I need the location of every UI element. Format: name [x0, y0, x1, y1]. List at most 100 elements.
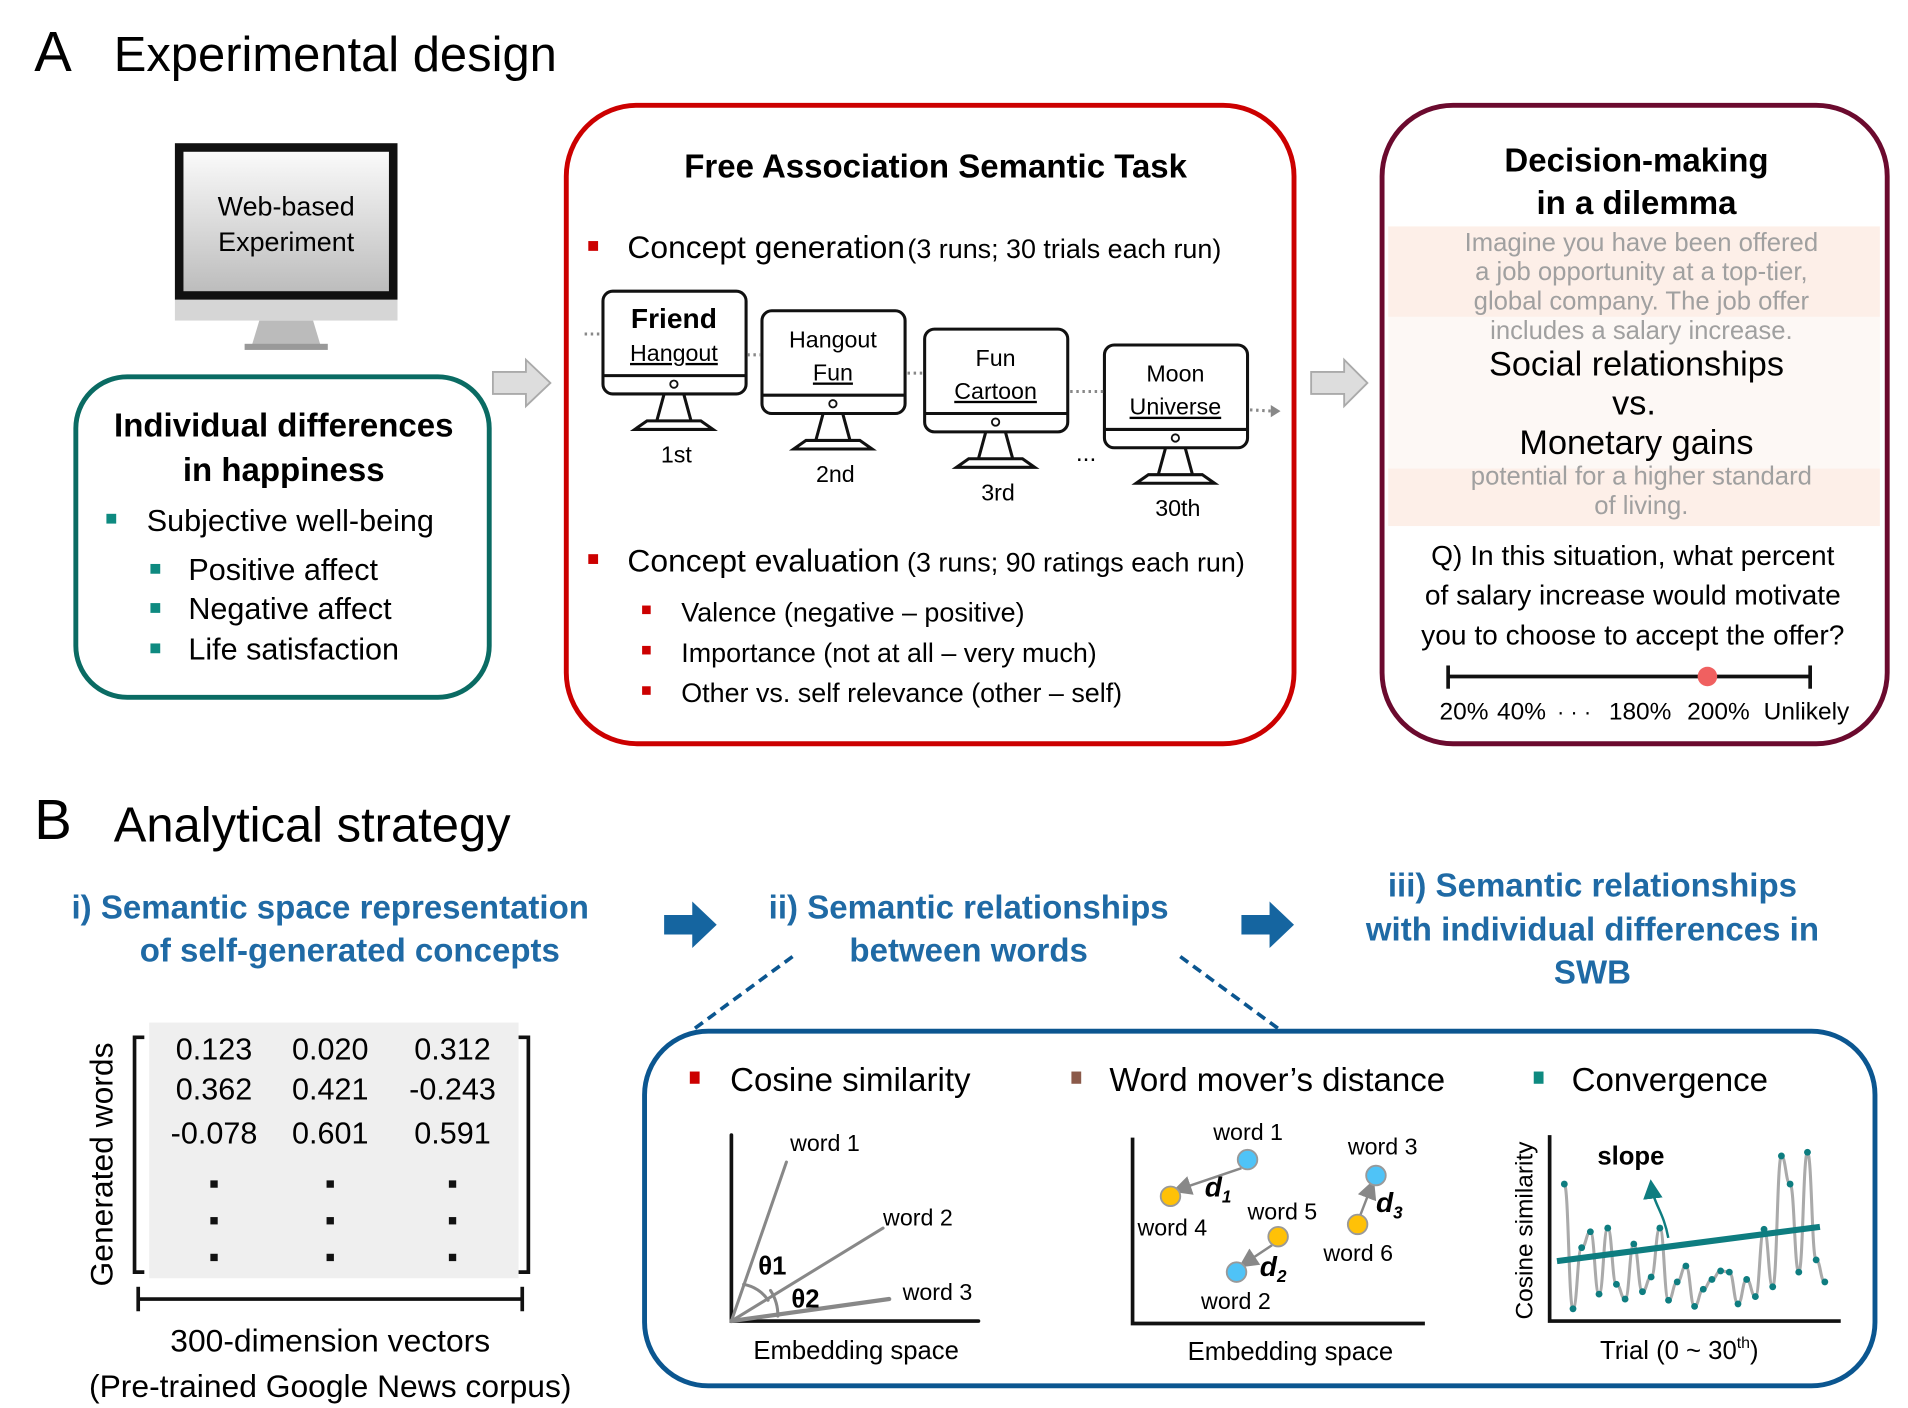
matrix-cell: 0.601	[292, 1117, 368, 1151]
rating-item: Other vs. self relevance (other – self)	[681, 678, 1122, 708]
distance-label: d1	[1205, 1171, 1232, 1206]
arrow-icon	[1270, 404, 1281, 418]
trial-point	[1786, 1180, 1794, 1188]
step2-heading: ii) Semantic relationships	[769, 889, 1169, 926]
scenario-line: of living.	[1594, 492, 1688, 520]
dilemma-title-2: in a dilemma	[1536, 184, 1737, 221]
scale-label: 20%	[1440, 698, 1489, 725]
question-line: of salary increase would motivate	[1425, 579, 1841, 610]
trial-point	[1578, 1244, 1586, 1252]
trial-similarity-line	[1562, 1150, 1826, 1311]
trial-point	[1795, 1268, 1803, 1276]
versus-label: vs.	[1612, 385, 1656, 423]
scenario-line: Imagine you have been offered	[1465, 229, 1819, 257]
trial-response: Universe	[1130, 394, 1222, 420]
step2-heading: between words	[849, 931, 1088, 968]
matrix-ellipsis-dot	[210, 1253, 218, 1262]
matrix-ellipsis-dot	[210, 1180, 218, 1188]
matrix-bracket-left	[132, 1035, 145, 1274]
rating-item: Valence (negative – positive)	[681, 597, 1024, 627]
computer-icon	[174, 143, 398, 350]
scale-label: 40%	[1497, 698, 1546, 725]
dilemma-title-1: Decision-making	[1504, 141, 1768, 178]
trial-response: Hangout	[630, 340, 718, 366]
bullet-icon	[150, 603, 161, 613]
trial-point	[1743, 1276, 1751, 1283]
matrix-ellipsis-dot	[326, 1180, 334, 1188]
bullet-icon	[588, 554, 599, 564]
trial-cue: Moon	[1146, 361, 1204, 387]
question-line: you to choose to accept the offer?	[1421, 620, 1844, 651]
scale-label: · · ·	[1557, 699, 1591, 724]
matrix-cell: 0.123	[176, 1032, 252, 1066]
axis-label: Embedding space	[1188, 1338, 1394, 1366]
trial-point	[1708, 1276, 1716, 1283]
option-social: Social relationships	[1489, 346, 1784, 384]
trial-point	[1812, 1256, 1820, 1264]
trial-point	[1621, 1295, 1629, 1303]
bullet-icon	[150, 563, 161, 574]
matrix-cell: 0.591	[414, 1117, 490, 1151]
matrix-row-label: Generated words	[84, 1043, 120, 1287]
matrix-caption: (Pre-trained Google News corpus)	[89, 1368, 571, 1404]
trial-response: Fun	[813, 359, 853, 385]
scale-marker[interactable]	[1697, 666, 1718, 687]
option-monetary: Monetary gains	[1519, 424, 1753, 462]
bullet-icon	[642, 645, 651, 655]
arrow-right-icon	[1241, 901, 1295, 949]
matrix-caption: 300-dimension vectors	[170, 1323, 490, 1359]
slope-line	[1556, 1223, 1821, 1265]
trial-order: 30th	[1155, 495, 1200, 521]
matrix-cell: 0.020	[292, 1032, 368, 1066]
computer-label-2: Experiment	[218, 227, 355, 257]
rating-scale[interactable]	[1446, 665, 1812, 689]
matrix-ellipsis-dot	[448, 1217, 457, 1225]
matrix-ellipsis-dot	[448, 1180, 457, 1188]
trial-point	[1673, 1278, 1681, 1286]
word-label: word 2	[1200, 1288, 1271, 1314]
trial-cue: Hangout	[789, 326, 877, 352]
scenario-line: includes a salary increase.	[1490, 317, 1793, 345]
scenario-line: potential for a higher standard	[1471, 462, 1812, 490]
method-cosine-label: Cosine similarity	[730, 1061, 971, 1098]
swb-subitem: Positive affect	[188, 553, 378, 587]
word-label: word 4	[1136, 1214, 1207, 1240]
step1-heading: of self-generated concepts	[140, 931, 560, 968]
trial-point	[1630, 1240, 1638, 1248]
trial-point	[1586, 1228, 1594, 1236]
scenario-band	[1388, 316, 1880, 469]
trial-point	[1682, 1262, 1690, 1270]
trial-point	[1595, 1290, 1603, 1298]
matrix-cell: -0.078	[171, 1117, 258, 1151]
trial-cue: Fun	[976, 345, 1016, 371]
matrix-ellipsis-dot	[326, 1217, 334, 1225]
step1-heading: i) Semantic space representation	[72, 889, 589, 926]
method-wmd-label: Word mover’s distance	[1109, 1061, 1445, 1098]
scenario-line: a job opportunity at a top-tier,	[1475, 258, 1808, 286]
trial-connector	[1249, 408, 1273, 413]
axis-label: Embedding space	[753, 1337, 959, 1365]
trial-point	[1804, 1148, 1811, 1156]
step3-heading: iii) Semantic relationships	[1388, 867, 1797, 904]
trial-response: Cartoon	[954, 378, 1037, 404]
section-letter-a: A	[34, 20, 72, 83]
bullet-icon	[689, 1071, 700, 1084]
methods-box	[642, 1028, 1878, 1389]
matrix-cell: 0.362	[176, 1073, 252, 1107]
happiness-title-2: in happiness	[183, 451, 385, 488]
generation-label: Concept generation(3 runs; 30 trials eac…	[627, 229, 1221, 265]
bullet-icon	[588, 241, 599, 251]
cosine-diagram	[729, 1133, 981, 1324]
swb-item: Subjective well-being	[147, 504, 434, 538]
ellipsis: ...	[1076, 440, 1096, 467]
trial-cue: Friend	[631, 303, 717, 334]
word-label: word 1	[1212, 1119, 1283, 1145]
arrow-right-icon	[491, 357, 552, 409]
matrix-background	[149, 1022, 519, 1279]
happiness-title-1: Individual differences	[114, 407, 453, 444]
convergence-axes	[1547, 1135, 1841, 1323]
matrix-cell: 0.312	[414, 1032, 490, 1066]
trial-point	[1777, 1152, 1785, 1160]
wmd-diagram	[1130, 1137, 1425, 1326]
